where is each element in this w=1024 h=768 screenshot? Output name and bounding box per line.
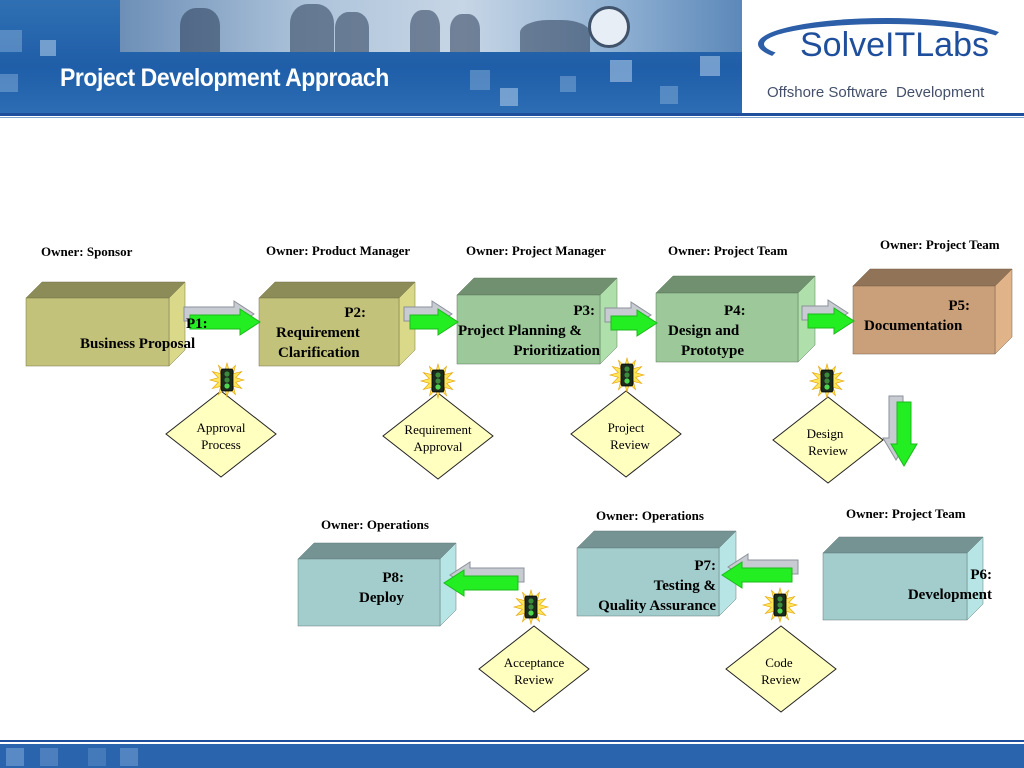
page-title: Project Development Approach	[60, 64, 389, 92]
owner-label-p6: Owner: Project Team	[846, 506, 966, 521]
arrow-p4-to-p5	[807, 307, 855, 335]
footer-bar	[0, 744, 1024, 768]
gate-project-review-diamond	[570, 390, 682, 478]
traffic-light-lamp-bottom-3	[624, 378, 630, 384]
phase-p3-box	[456, 294, 601, 365]
phase-p7-label: P7: Testing & Quality Assurance	[598, 558, 716, 614]
owner-label-p4: Owner: Project Team	[668, 243, 788, 258]
arrow-p7-to-p8	[443, 569, 519, 597]
traffic-light-lamp-bottom-2	[435, 384, 441, 390]
arrow-p5-to-p6	[890, 401, 918, 467]
phase-p5-box-top	[852, 268, 1013, 287]
arrow-p1-to-p2	[189, 308, 261, 336]
gate-acceptance-review-diamond	[478, 625, 590, 713]
traffic-light-lamp-bottom-4	[824, 384, 830, 390]
phase-p7-box-top	[576, 530, 737, 549]
arrow-p3-to-p4	[610, 309, 658, 337]
phase-p4-label: P4: Design and Prototype	[668, 303, 746, 359]
arrow-p2-to-p3	[409, 308, 459, 336]
phase-p8-box-top	[297, 542, 457, 560]
traffic-light-lamp-mid-2	[435, 378, 441, 384]
traffic-light-lamp-mid-1	[224, 377, 230, 383]
header-divider	[0, 113, 1024, 116]
phase-p4-box-top	[655, 275, 816, 294]
phase-p2-label: P2: Requirement Clarification	[276, 305, 366, 361]
owner-label-p7: Owner: Operations	[596, 508, 704, 523]
header-banner: Project Development Approach	[0, 0, 742, 113]
arrow-p6-to-p7	[721, 561, 793, 589]
traffic-light-lamp-mid-3	[624, 372, 630, 378]
phase-p6-label: P6: Development	[907, 567, 992, 603]
company-tagline: Offshore Software Development	[767, 84, 985, 101]
phase-p8-label: P8: Deploy	[359, 570, 404, 606]
gate-code-review-diamond	[725, 625, 837, 713]
traffic-light-lamp-mid-5	[777, 602, 783, 608]
owner-label-p8: Owner: Operations	[321, 517, 429, 532]
phase-p5-box	[852, 285, 996, 355]
phase-p3-box-top	[456, 277, 618, 296]
owner-label-p3: Owner: Project Manager	[466, 243, 606, 258]
phase-p5-label: P5: Documentation	[864, 298, 970, 334]
traffic-light-lamp-top-5	[777, 596, 783, 602]
traffic-light-lamp-top-2	[435, 372, 441, 378]
traffic-light-lamp-mid-6	[528, 604, 534, 610]
traffic-light-lamp-top-3	[624, 366, 630, 372]
traffic-light-lamp-bottom-1	[224, 383, 230, 389]
phase-p6-box	[822, 552, 968, 621]
phase-p7-box	[576, 547, 720, 617]
clock-icon	[588, 6, 630, 48]
gate-requirement-approval-diamond	[382, 392, 494, 480]
phase-p2-box-top	[258, 281, 416, 299]
logo-swoosh	[758, 18, 1013, 70]
company-logo: SolveITLabs	[800, 26, 989, 64]
owner-label-p1: Owner: Sponsor	[41, 244, 133, 259]
traffic-light-lamp-bottom-6	[528, 610, 534, 616]
header-photo-strip	[120, 0, 742, 52]
footer-divider	[0, 740, 1024, 742]
gate-design-review-diamond	[772, 396, 884, 484]
phase-p3-label: P3: Project Planning & Prioritization	[458, 303, 600, 359]
owner-label-p5: Owner: Project Team	[880, 237, 1000, 252]
traffic-light-lamp-top-4	[824, 372, 830, 378]
phase-p1-box	[25, 297, 170, 367]
gate-approval-process-diamond	[165, 390, 277, 478]
phase-p2-box	[258, 297, 400, 367]
owner-label-p2: Owner: Product Manager	[266, 243, 411, 258]
phase-p6-box-top	[822, 536, 984, 554]
traffic-light-lamp-bottom-5	[777, 608, 783, 614]
phase-p4-box	[655, 292, 799, 363]
phase-p8-box	[297, 558, 441, 627]
header-divider-thin	[0, 117, 1024, 118]
traffic-light-lamp-top-1	[224, 371, 230, 377]
traffic-light-lamp-top-6	[528, 598, 534, 604]
traffic-light-lamp-mid-4	[824, 378, 830, 384]
phase-p1-box-top	[25, 281, 186, 299]
